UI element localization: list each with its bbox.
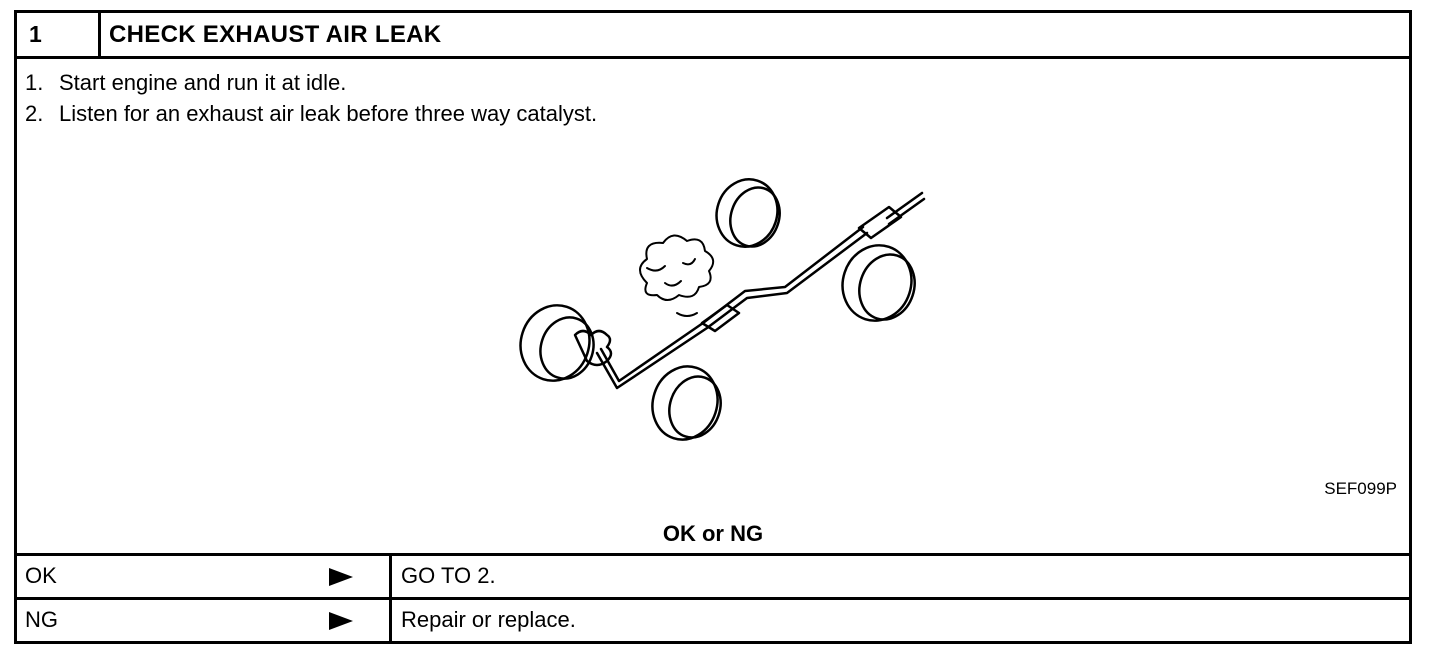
muffler-icon	[857, 205, 903, 240]
outcome-action: GO TO 2.	[401, 563, 496, 588]
instruction-list: 1. Start engine and run it at idle. 2. Lis…	[25, 67, 597, 129]
outcome-row-ng: NG Repair or replace.	[17, 597, 1409, 644]
result-heading: OK or NG	[662, 521, 764, 546]
column-divider	[389, 600, 392, 644]
wheel-rear-right	[841, 244, 916, 322]
outcome-action: Repair or replace.	[401, 607, 576, 632]
right-arrow-icon	[329, 568, 353, 586]
figure-code: SEF099P	[1324, 479, 1397, 498]
outcome-label: OK	[25, 563, 57, 588]
instruction-item: 2. Listen for an exhaust air leak before …	[25, 98, 597, 129]
leak-smoke-icon	[639, 234, 715, 317]
exhaust-manifold	[573, 329, 613, 367]
step-title: CHECK EXHAUST AIR LEAK	[109, 21, 442, 48]
catalyst-icon	[700, 303, 741, 333]
outcome-label: NG	[25, 607, 58, 632]
column-divider	[389, 556, 392, 597]
instruction-item: 1. Start engine and run it at idle.	[25, 67, 597, 98]
procedure-table: 1 CHECK EXHAUST AIR LEAK 1. Start engine …	[14, 10, 1412, 644]
wheel-rear-left	[715, 178, 781, 248]
exhaust-leak-illustration	[519, 178, 926, 441]
right-arrow-icon	[329, 612, 353, 630]
outcome-row-ok: OK GO TO 2.	[17, 553, 1409, 597]
wheel-front-right	[651, 365, 722, 441]
instruction-number: 1.	[25, 70, 44, 95]
step-header: 1 CHECK EXHAUST AIR LEAK	[17, 13, 1409, 59]
instruction-number: 2.	[25, 101, 44, 126]
instruction-text: Listen for an exhaust air leak before th…	[59, 101, 598, 126]
wheel-front-left	[519, 304, 595, 382]
step-number: 1	[17, 13, 101, 56]
instruction-text: Start engine and run it at idle.	[59, 70, 347, 95]
